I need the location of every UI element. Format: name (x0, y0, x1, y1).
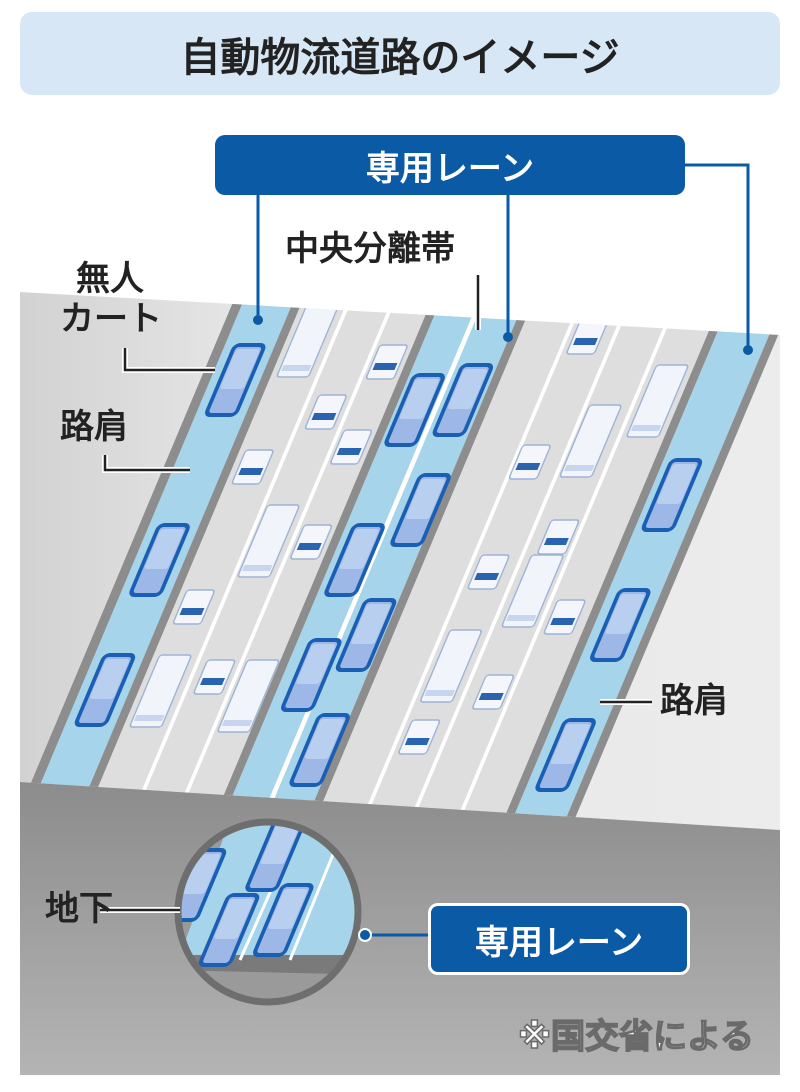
median-label: 中央分離帯 (285, 229, 455, 269)
barrier (490, 292, 752, 830)
barrier (200, 292, 462, 830)
dedicated-lane-right (499, 292, 780, 830)
shoulder-label-left: 路肩 (60, 407, 128, 447)
unmanned-cart-label-line1: 無人 (76, 259, 144, 299)
barrier (293, 292, 555, 830)
underground-label: 地下 (45, 889, 113, 929)
page-title: 自動物流道路のイメージ (20, 12, 780, 95)
source-note: ※国交省による (517, 1017, 755, 1057)
dedicated-lane-label: 専用レーン (215, 135, 685, 195)
connector-lines (256, 163, 750, 937)
barrier (20, 292, 265, 830)
underground-dedicated-lane-label: 専用レーン (428, 903, 690, 975)
unmanned-cart-label-line2: カート (60, 299, 162, 339)
barrier (62, 292, 324, 830)
shoulder-label-right: 路肩 (660, 681, 728, 721)
